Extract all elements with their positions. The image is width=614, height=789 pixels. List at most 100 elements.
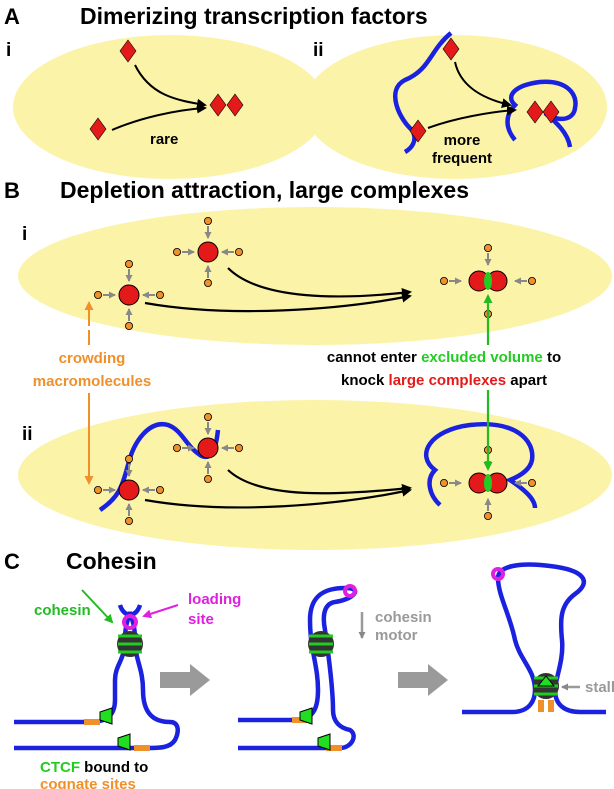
excluded-volume (484, 272, 492, 290)
label-ctcf-line: CTCF bound to (40, 759, 148, 776)
panel-b-letter: B (4, 178, 20, 203)
tf-dimer-icon (226, 93, 244, 117)
pointer-loading-site (142, 604, 179, 619)
arrow-a-i-top (134, 64, 207, 109)
label-excluded-line1-a: cannot enter (327, 349, 421, 366)
label-cognate-sites: cognate sites (40, 776, 136, 789)
dimer-complex-b-i (468, 270, 508, 292)
cell-a-i (13, 35, 327, 179)
panel-b-ii-label: ii (22, 424, 33, 445)
ctcf-site (548, 700, 554, 712)
ctcf-protein-icon (317, 733, 331, 751)
arrow-b-ii-bottom (144, 486, 412, 509)
transition-arrow-icon (160, 664, 210, 696)
label-cohesin-motor-2: motor (375, 627, 418, 644)
ctcf-site (84, 719, 100, 725)
crowder-molecule (94, 485, 103, 494)
label-more: more (444, 132, 481, 149)
large-complex (197, 437, 219, 459)
crowder-molecule (203, 278, 212, 287)
dna-loop (238, 585, 358, 751)
ctcf-protein-icon (99, 707, 113, 725)
crowder-molecule (528, 478, 537, 487)
ctcf-protein-icon (536, 675, 556, 687)
label-excluded-volume: excluded volume (421, 349, 543, 366)
panel-b: B Depletion attraction, large complexes … (4, 177, 612, 550)
panel-a-title: Dimerizing transcription factors (80, 3, 428, 29)
label-crowding: crowding (59, 350, 126, 367)
label-excluded-line2-c: apart (506, 372, 547, 389)
crowder-molecule (125, 259, 134, 268)
cell-b-i (18, 207, 612, 345)
tf-monomer-icon (89, 117, 107, 141)
crowding-layer (94, 216, 537, 526)
label-bound-to: bound to (80, 759, 148, 776)
label-excluded-line2-a: knock (341, 372, 389, 389)
tf-monomer-icon (119, 39, 137, 63)
crowder-molecule (439, 276, 448, 285)
crowder-molecule (172, 247, 181, 256)
large-complex (118, 284, 140, 306)
cohesin-band (309, 634, 333, 654)
crowder-molecule (203, 412, 212, 421)
dna-strand (117, 604, 143, 617)
dimer-complex-b-ii (468, 472, 508, 494)
large-complex (118, 479, 140, 501)
arrow-a-ii-bottom (427, 105, 517, 129)
tf-dimer-icon (542, 100, 560, 124)
panel-a: A Dimerizing transcription factors i rar… (4, 3, 607, 179)
label-loading: loading (188, 591, 241, 608)
label-macromolecules: macromolecules (33, 373, 151, 390)
crowder-molecule (234, 443, 243, 452)
label-rare: rare (150, 131, 178, 148)
label-cohesin-motor-1: cohesin (375, 609, 432, 626)
crowder-molecule (94, 290, 103, 299)
crowder-molecule (439, 478, 448, 487)
crowder-molecule (125, 454, 134, 463)
dna-loop (14, 611, 180, 751)
crowder-molecule (172, 443, 181, 452)
dna-loop (423, 421, 538, 509)
loading-site-marker (122, 614, 138, 630)
panel-c: C Cohesin cohesin loading site CTCF boun… (4, 548, 614, 789)
tf-monomer-icon (409, 119, 427, 143)
crowder-molecule (234, 247, 243, 256)
cell-b-ii (18, 400, 612, 550)
crowder-molecule (155, 485, 164, 494)
label-large-complexes: large complexes (389, 372, 507, 389)
ctcf-site (326, 745, 342, 751)
panel-a-i-label: i (6, 40, 11, 61)
pointer-cohesin (81, 589, 114, 624)
label-stalls: stalls (585, 679, 614, 696)
ctcf-protein-icon (299, 707, 313, 725)
tf-monomer-icon (442, 37, 460, 61)
cell-a-ii (303, 35, 607, 179)
crowder-molecule (203, 474, 212, 483)
ctcf-site (538, 700, 544, 712)
label-frequent: frequent (432, 150, 492, 167)
panel-a-ii-label: ii (313, 40, 324, 61)
loading-site-marker (343, 584, 357, 598)
transition-arrow-icon (398, 664, 448, 696)
crowder-molecule (125, 517, 134, 526)
cohesin-band (118, 634, 142, 654)
loading-site-marker (491, 567, 505, 581)
label-excluded-line2: knock large complexes apart (341, 372, 547, 389)
label-ctcf: CTCF (40, 759, 80, 776)
label-excluded-line1: cannot enter excluded volume to (327, 349, 561, 366)
panel-c-title: Cohesin (66, 548, 157, 574)
arrow-b-i-top (227, 267, 412, 298)
large-complex (197, 241, 219, 263)
arrow-a-ii-top (454, 61, 512, 109)
panel-b-i-label: i (22, 224, 27, 245)
crowder-molecule (528, 276, 537, 285)
panel-a-letter: A (4, 4, 20, 29)
crowder-molecule (155, 290, 164, 299)
crowder-molecule (125, 321, 134, 330)
excluded-volume (484, 474, 492, 492)
label-cohesin: cohesin (34, 602, 91, 619)
ctcf-protein-icon (117, 733, 131, 751)
crowder-molecule (483, 243, 492, 252)
arrow-a-i-bottom (111, 103, 207, 131)
label-excluded-line1-c: to (543, 349, 561, 366)
